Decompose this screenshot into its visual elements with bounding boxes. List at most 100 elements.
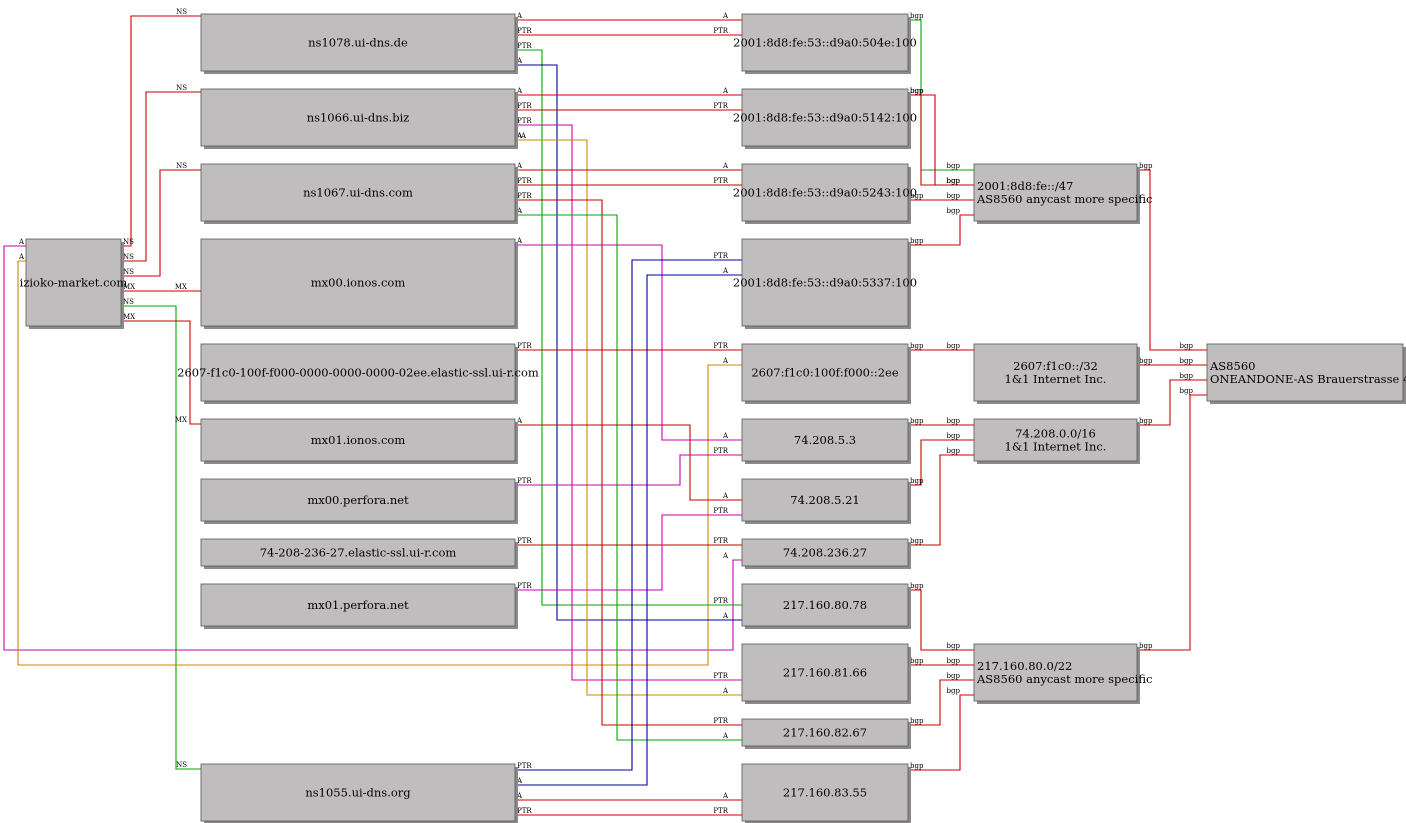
- node-mx01ionos[interactable]: mx01.ionos.com: [200, 418, 518, 464]
- node-box: [741, 478, 909, 522]
- edge-start-label: A: [516, 87, 523, 95]
- edge-end-label: bgp: [1180, 387, 1194, 395]
- node-box: [1206, 343, 1404, 402]
- node-label: 2001:8d8:fe::/47: [977, 179, 1073, 193]
- edge-end-label: NS: [176, 761, 187, 769]
- edge-end-label: bgp: [947, 177, 961, 185]
- node-label: 217.160.81.66: [783, 666, 867, 680]
- edge-red-13: PTR PTR: [515, 102, 742, 111]
- edge-line: [1137, 379, 1207, 426]
- node-ip6_504e[interactable]: 2001:8d8:fe:53::d9a0:504e:100: [733, 13, 917, 74]
- edge-line: [121, 320, 201, 425]
- edge-end-label: bgp: [947, 162, 961, 170]
- edge-end-label: PTR: [713, 507, 728, 515]
- node-label: 2001:8d8:fe:53::d9a0:5337:100: [733, 276, 917, 290]
- node-ns1055[interactable]: ns1055.ui-dns.org: [200, 763, 518, 823]
- edge-start-label: bgp: [910, 417, 924, 425]
- edge-start-label: A: [516, 132, 523, 140]
- node-pfx_2607[interactable]: 2607:f1c0::/321&1 Internet Inc.: [973, 343, 1140, 404]
- edge-end-label: bgp: [947, 192, 961, 200]
- edge-line: [515, 214, 742, 741]
- edge-end-label: MX: [175, 416, 187, 424]
- edge-end-label: NS: [176, 84, 187, 92]
- edge-red-22: AA: [515, 417, 742, 501]
- node-ip_83_55[interactable]: 217.160.83.55: [741, 763, 911, 823]
- node-label: mx01.ionos.com: [311, 433, 406, 447]
- node-box: [741, 763, 909, 822]
- edge-start-label: NS: [123, 298, 134, 306]
- edge-line: [515, 139, 742, 696]
- edge-end-label: A: [722, 552, 729, 560]
- edge-start-label: PTR: [517, 102, 532, 110]
- node-pfx_74[interactable]: 74.208.0.0/161&1 Internet Inc.: [973, 418, 1140, 464]
- edge-end-label: PTR: [713, 27, 728, 35]
- edge-end-label: A: [722, 492, 729, 500]
- node-ip_81_66[interactable]: 217.160.81.66: [741, 643, 911, 704]
- node-box: [973, 418, 1138, 462]
- node-ip6_2ee[interactable]: 2607:f1c0:100f:f000::2ee: [741, 343, 911, 404]
- edge-end-label: bgp: [1180, 357, 1194, 365]
- edge-line: [515, 274, 742, 786]
- edge-orange-15: AA: [515, 132, 742, 696]
- node-elastic2607[interactable]: 2607-f1c0-100f-f000-0000-0000-0000-02ee.…: [177, 343, 539, 404]
- node-domain[interactable]: izioko-market.com: [20, 238, 128, 329]
- edge-end-label: PTR: [713, 102, 728, 110]
- node-ip6_5142[interactable]: 2001:8d8:fe:53::d9a0:5142:100: [733, 88, 917, 149]
- node-ns1067[interactable]: ns1067.ui-dns.com: [200, 163, 518, 224]
- edge-end-label: A: [722, 612, 729, 620]
- node-ip6_5337[interactable]: 2001:8d8:fe:53::d9a0:5337:100: [733, 238, 917, 329]
- node-elastic74[interactable]: 74-208-236-27.elastic-ssl.ui-r.com: [200, 538, 518, 569]
- node-mx01perfora[interactable]: mx01.perfora.net: [200, 583, 518, 629]
- edge-end-label: A: [520, 132, 527, 140]
- node-box: [200, 343, 516, 402]
- edge-start-label: bgp: [1139, 642, 1153, 650]
- edge-start-label: bgp: [910, 657, 924, 665]
- node-ns1078[interactable]: ns1078.ui-dns.de: [200, 13, 518, 74]
- edge-blue-26: PTR PTR: [515, 252, 742, 771]
- edge-line: [17, 260, 742, 666]
- edge-line: [515, 199, 742, 726]
- edge-line: [908, 439, 974, 486]
- node-box: [200, 763, 516, 822]
- edge-end-label: bgp: [947, 672, 961, 680]
- edge-line: [515, 259, 742, 771]
- node-ip_5_3[interactable]: 74.208.5.3: [741, 418, 911, 464]
- edge-start-label: MX: [123, 313, 135, 321]
- node-label: 217.160.83.55: [783, 786, 867, 800]
- edge-start-label: PTR: [517, 477, 532, 485]
- edge-line: [908, 94, 974, 186]
- edge-start-label: PTR: [517, 117, 532, 125]
- node-label: 217.160.80.78: [783, 598, 867, 612]
- edge-end-label: A: [722, 12, 729, 20]
- edge-green-19: AA: [515, 207, 742, 741]
- node-box: [973, 643, 1138, 702]
- node-ip_80_78[interactable]: 217.160.80.78: [741, 583, 911, 629]
- edge-orange-30: AA: [515, 132, 540, 141]
- edge-line: [1137, 169, 1207, 351]
- node-ip_5_21[interactable]: 74.208.5.21: [741, 478, 911, 524]
- node-ip_236_27[interactable]: 74.208.236.27: [741, 538, 911, 569]
- node-box: [741, 163, 909, 222]
- node-label: mx00.perfora.net: [307, 493, 409, 507]
- node-mx00perfora[interactable]: mx00.perfora.net: [200, 478, 518, 524]
- edge-magenta-20: AA: [515, 237, 742, 441]
- node-mx00ionos[interactable]: mx00.ionos.com: [200, 238, 518, 329]
- edge-start-label: bgp: [910, 237, 924, 245]
- node-label: 2607-f1c0-100f-f000-0000-0000-0000-02ee.…: [177, 366, 539, 380]
- node-ns1066[interactable]: ns1066.ui-dns.biz: [200, 88, 518, 149]
- node-ip_82_67[interactable]: 217.160.82.67: [741, 718, 911, 749]
- node-ip6_5243[interactable]: 2001:8d8:fe:53::d9a0:5243:100: [733, 163, 917, 224]
- edge-start-label: bgp: [910, 762, 924, 770]
- edge-start-label: A: [516, 132, 523, 140]
